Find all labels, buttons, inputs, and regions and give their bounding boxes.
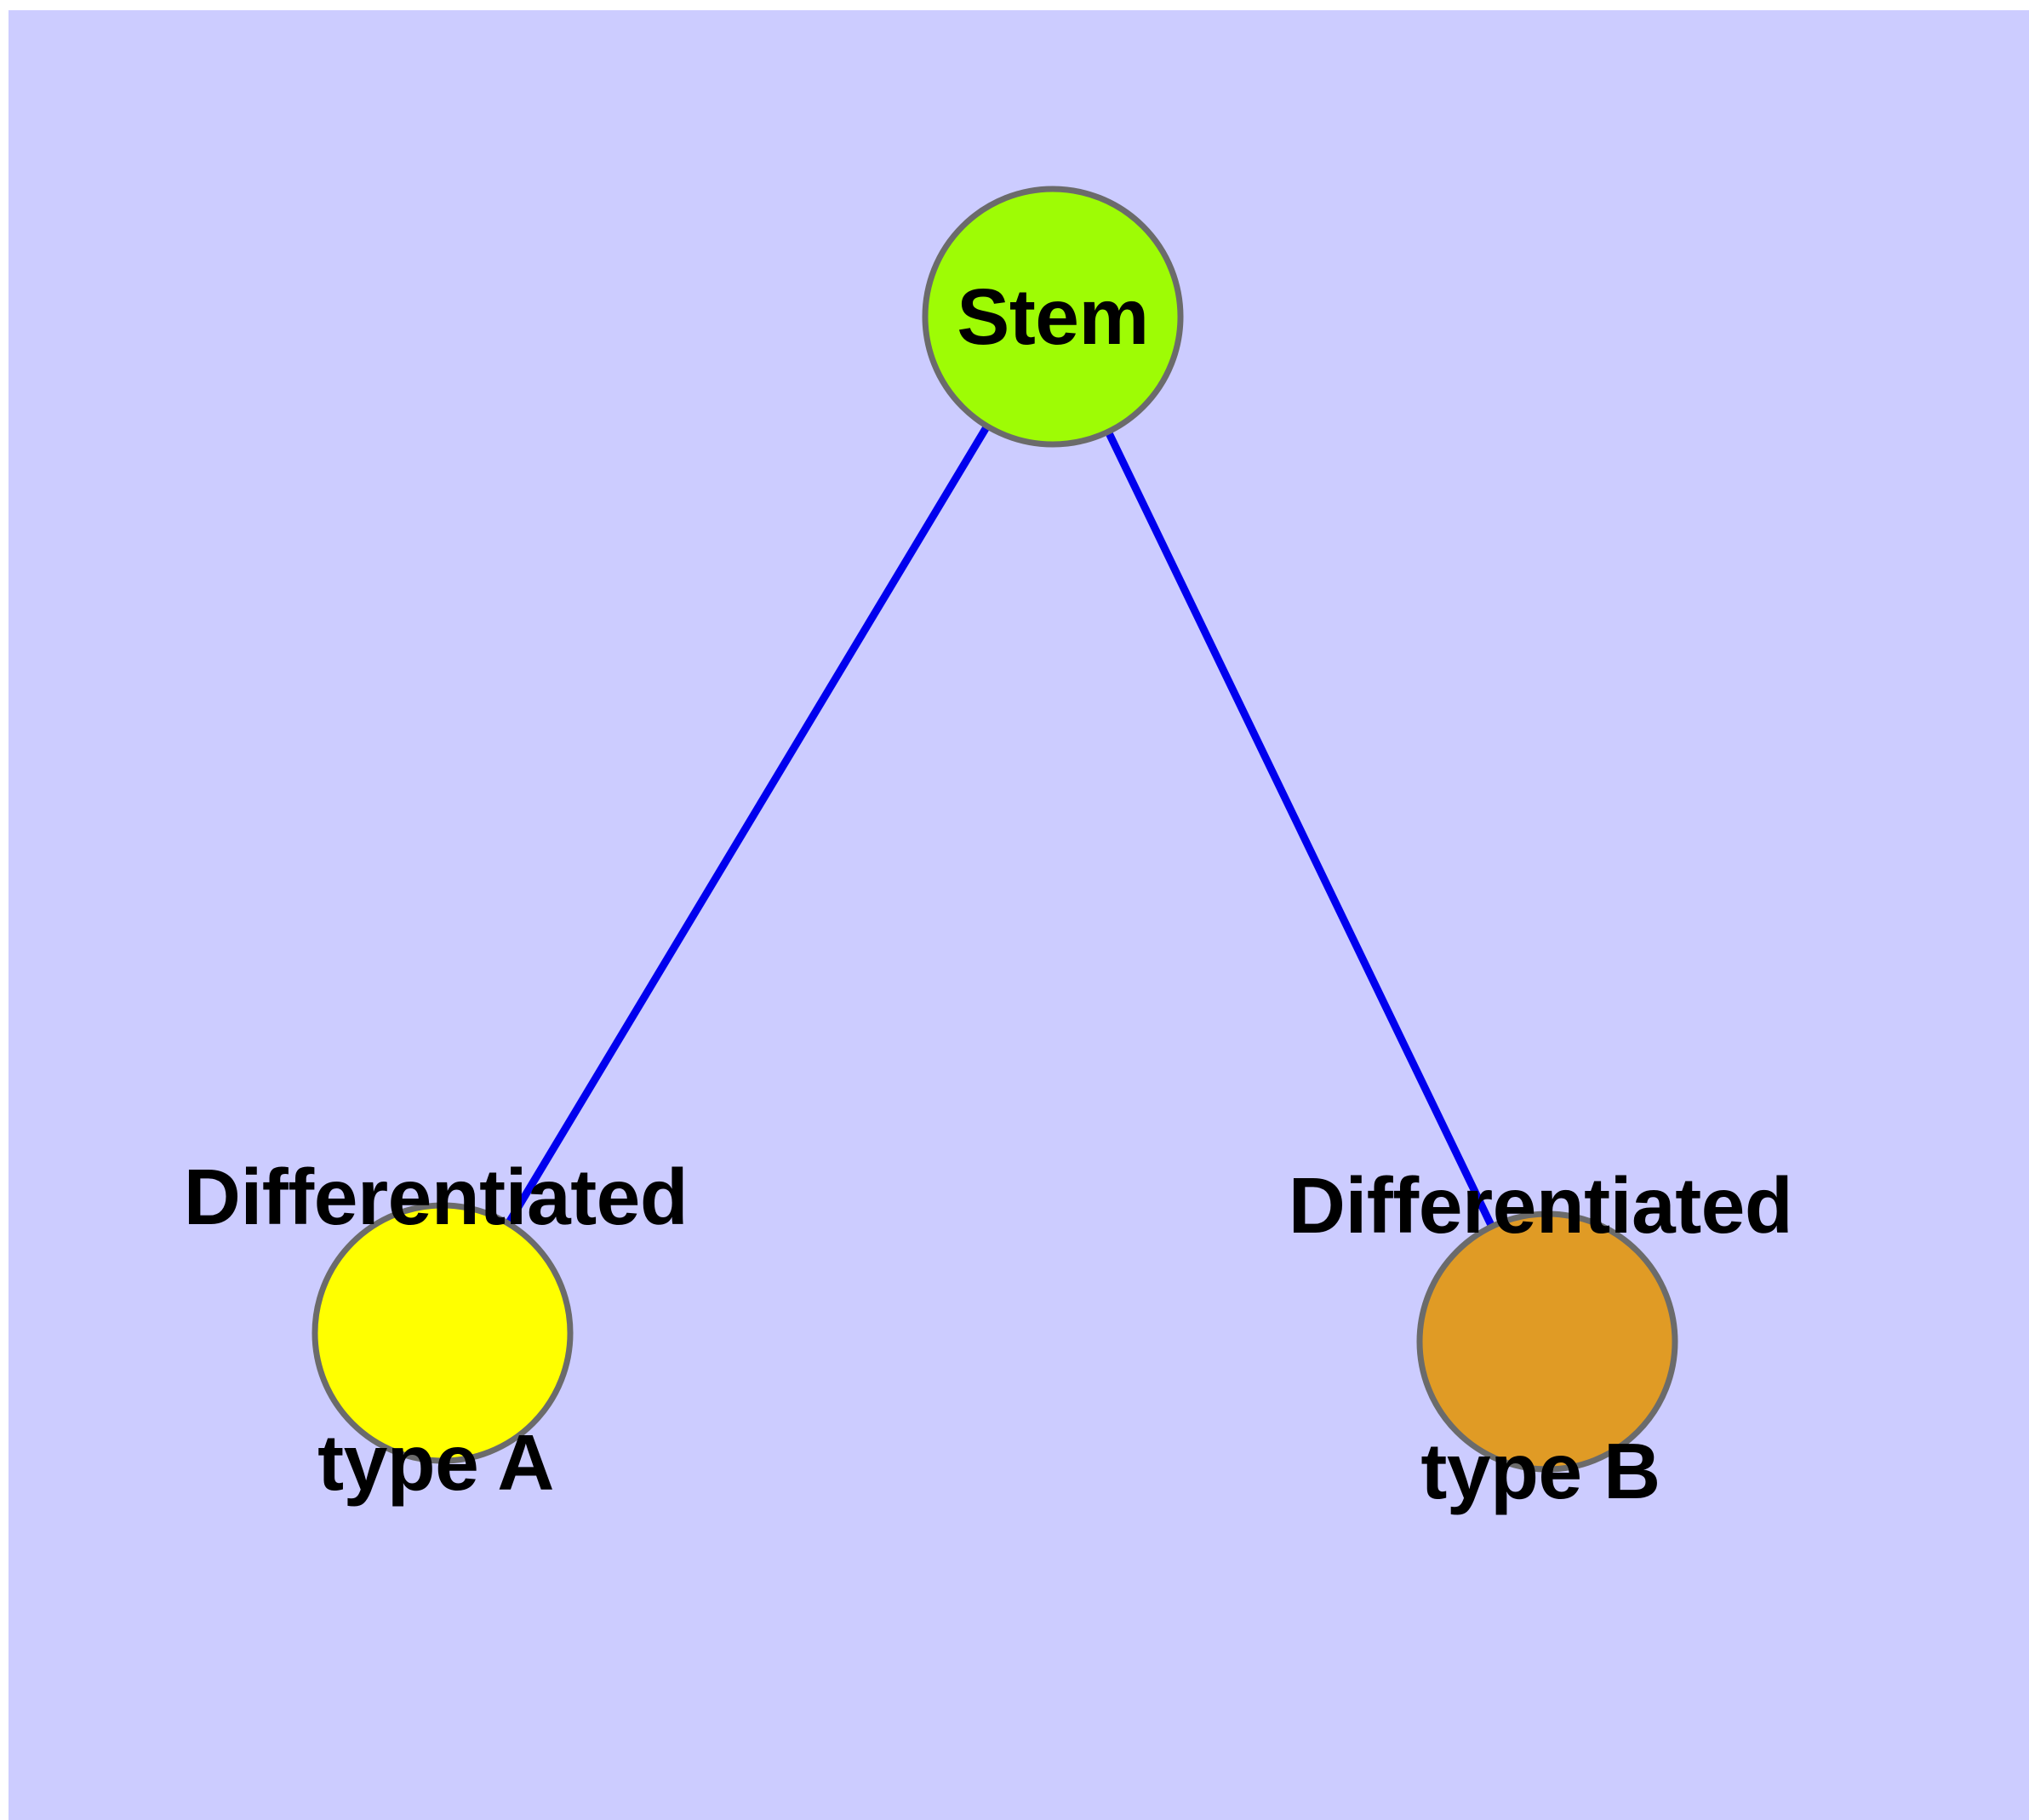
edge-layer <box>439 314 1552 1343</box>
node-differentiated-type-a[interactable] <box>311 1202 574 1464</box>
edge-stem-to-differentiated-type-b[interactable] <box>1049 315 1552 1343</box>
edge-stem-to-differentiated-type-a[interactable] <box>439 314 1056 1336</box>
node-differentiated-type-b[interactable] <box>1416 1210 1678 1473</box>
node-layer <box>311 186 1678 1473</box>
node-stem[interactable] <box>922 186 1184 448</box>
